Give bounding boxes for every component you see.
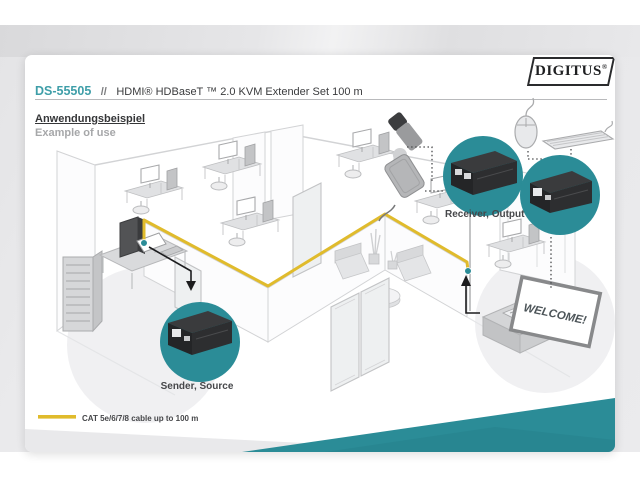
cable-legend: CAT 5e/6/7/8 cable up to 100 m xyxy=(38,414,198,423)
receiver-arrow-line xyxy=(465,285,480,314)
cable-endpoint-sender xyxy=(140,239,148,247)
header-separator: // xyxy=(100,86,107,98)
section-heading-en: Example of use xyxy=(35,127,116,139)
receiver-back-callout xyxy=(520,155,600,235)
application-diagram: WELCOME! xyxy=(25,97,615,452)
source-pc-desk xyxy=(98,216,189,289)
sender-label: Sender, Source xyxy=(161,381,234,392)
hdmi-port xyxy=(545,195,551,200)
usb-port xyxy=(455,169,462,175)
model-number: DS-55505 xyxy=(35,84,92,98)
arrow-up-icon xyxy=(461,275,471,286)
receiver-callout xyxy=(443,136,523,216)
cable-endpoint-receiver xyxy=(464,267,472,275)
cable-swatch xyxy=(38,415,76,419)
server-rack-icon xyxy=(62,250,103,333)
rj45-port xyxy=(533,188,542,196)
legend-text: CAT 5e/6/7/8 cable up to 100 m xyxy=(82,414,198,423)
teal-wedge-shade xyxy=(325,427,615,452)
welcome-display: WELCOME! xyxy=(508,274,603,349)
header-rule xyxy=(35,99,607,100)
usb-flash-drive-icon xyxy=(388,112,423,151)
cat-cable xyxy=(142,212,470,288)
mouse-icon xyxy=(514,97,538,149)
product-header: DS-55505 // HDMI® HDBaseT ™ 2.0 KVM Exte… xyxy=(35,82,595,100)
arrow-down-icon xyxy=(186,281,196,291)
keyboard-icon xyxy=(541,120,615,150)
office-floorplan xyxy=(56,124,576,396)
sender-arrow-line xyxy=(148,246,192,281)
product-title: HDMI® HDBaseT ™ 2.0 KVM Extender Set 100… xyxy=(116,86,363,98)
backdrop-top-band xyxy=(0,25,640,57)
usb-b-port xyxy=(184,336,190,341)
sender-callout xyxy=(160,302,240,382)
receiver-label: Receiver, Output xyxy=(445,209,525,220)
rj45-port xyxy=(172,329,181,337)
usb-port xyxy=(464,173,471,179)
brochure-page: DIGITUS® DS-55505 // HDMI® HDBaseT ™ 2.0… xyxy=(25,55,615,452)
section-heading-de: Anwendungsbeispiel xyxy=(35,113,146,125)
external-drive-icon xyxy=(378,154,425,222)
